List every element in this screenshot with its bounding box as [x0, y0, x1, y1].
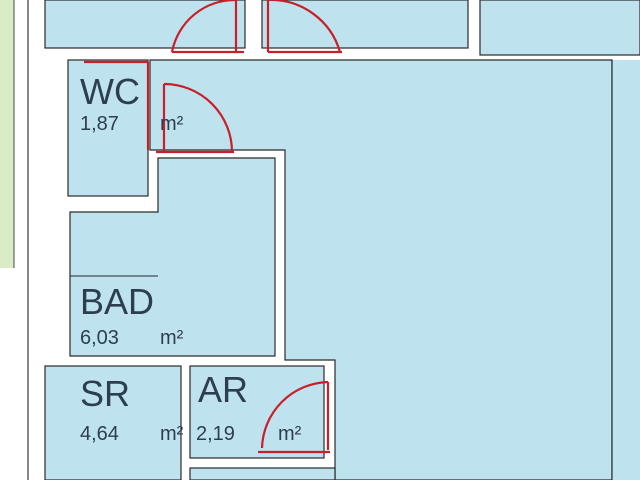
bad-area: 6,03: [80, 327, 119, 349]
ar-room: [189, 365, 325, 459]
door-swing-ar: [260, 380, 329, 449]
wc-unit: m²: [160, 113, 184, 135]
bad-unit: m²: [160, 327, 184, 349]
bad-room: [69, 157, 276, 357]
ar-name: AR: [198, 369, 248, 410]
wc-name: WC: [80, 71, 140, 112]
door-swing-wc: [163, 82, 234, 153]
right-room-edge: [612, 60, 640, 480]
sr-name: SR: [80, 373, 130, 414]
top-room-right: [479, 0, 640, 56]
sr-room: [44, 365, 182, 480]
ar-unit: m²: [278, 423, 302, 445]
top-room-left: [44, 0, 246, 49]
wc-area: 1,87: [80, 113, 119, 135]
door-swing-top-left: [170, 0, 236, 53]
wc-room: [67, 59, 149, 197]
ar-area: 2,19: [196, 423, 235, 445]
sr-unit: m²: [160, 423, 184, 445]
outdoor-area: [0, 0, 14, 268]
bottom-room: [189, 467, 336, 480]
door-swing-top-middle: [268, 0, 342, 53]
doors: [84, 0, 342, 454]
top-room-middle: [261, 0, 469, 49]
sr-area: 4,64: [80, 423, 119, 445]
bad-name: BAD: [80, 281, 154, 322]
